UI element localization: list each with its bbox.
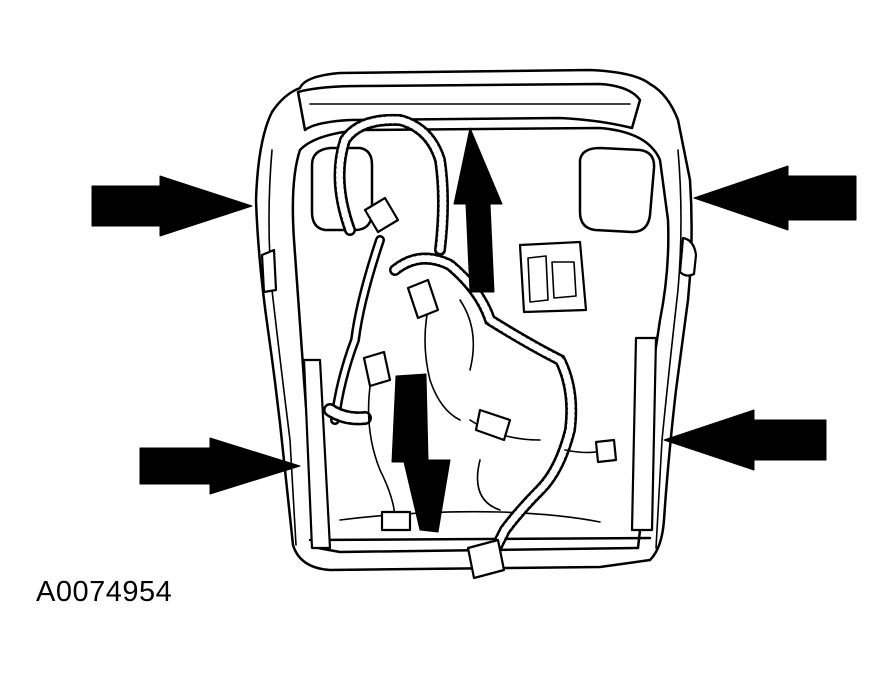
arrow-lower-right-icon: [663, 409, 827, 471]
block-arrow-up-icon: [453, 127, 503, 293]
retainer-strips: [302, 336, 658, 550]
wiring-harness: [323, 113, 606, 556]
block-arrow-down-icon: [391, 373, 451, 533]
arrow-lower-left-icon: [139, 437, 301, 495]
seat-back-outline: [254, 68, 698, 572]
connectors: [362, 196, 618, 580]
figure-id-label: A0074954: [36, 576, 173, 608]
arrow-upper-left-icon: [91, 175, 253, 237]
arrow-upper-right-icon: [693, 165, 857, 231]
